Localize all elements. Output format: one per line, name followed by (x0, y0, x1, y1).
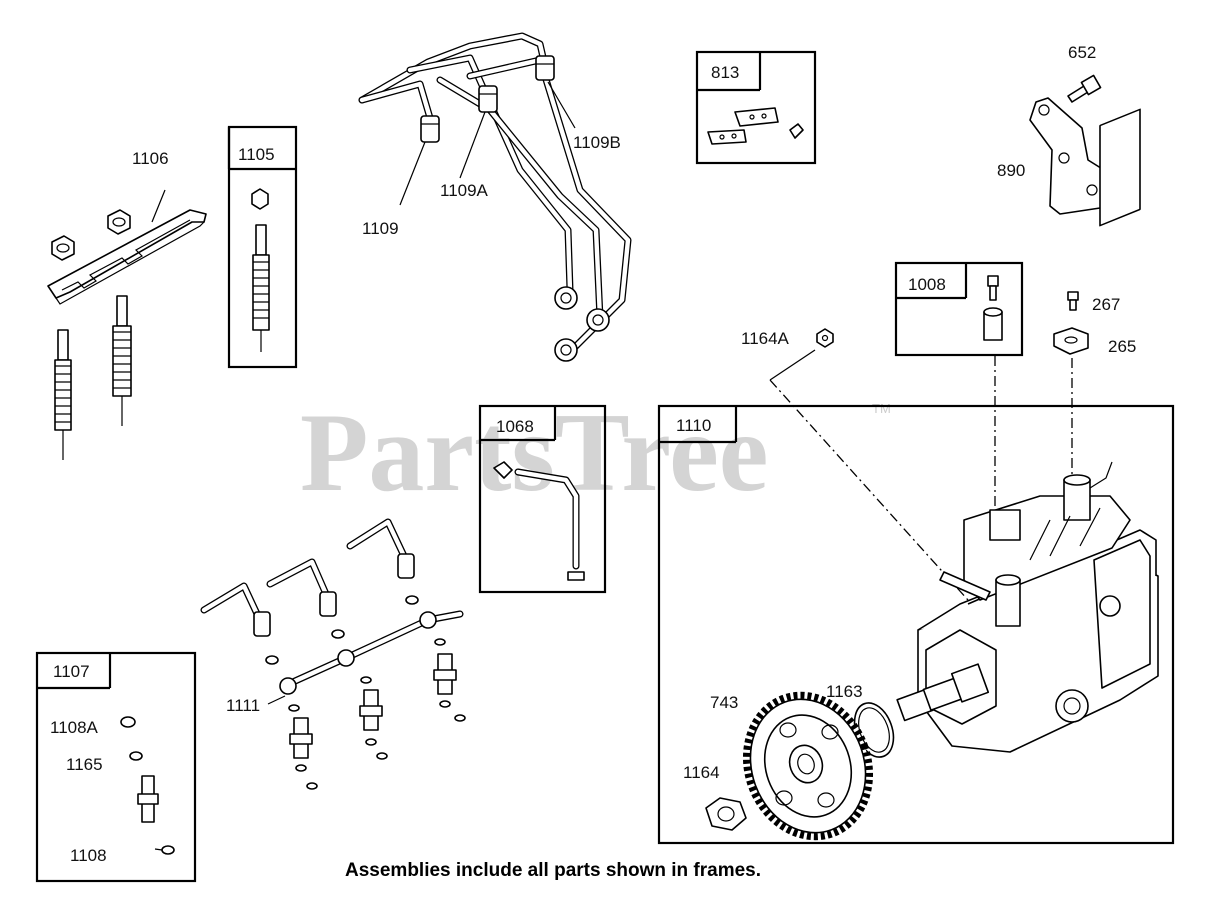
nut-1164A-icon[interactable] (816, 328, 834, 348)
label-890: 890 (997, 161, 1025, 180)
fitting-nut-icon[interactable] (554, 286, 578, 310)
frame-1110[interactable]: 1110 (657, 404, 1175, 845)
frame-1068[interactable]: 1068 (478, 404, 607, 594)
label-1163: 1163 (826, 682, 863, 701)
gear-743[interactable] (727, 678, 889, 854)
nozzle-icon[interactable] (359, 689, 383, 746)
glow-plug-icon[interactable] (112, 295, 132, 426)
frame-813[interactable]: 813 (695, 50, 817, 165)
fitting-nut-icon[interactable] (554, 338, 578, 362)
part-1106-strip[interactable] (47, 209, 207, 305)
nozzle-icon[interactable] (433, 653, 457, 708)
watermark-text: PartsTree (300, 391, 769, 515)
nut-1164[interactable] (705, 797, 747, 831)
label-1109A: 1109A (440, 181, 489, 200)
fitting-icon[interactable] (420, 115, 440, 143)
injection-pump-1110[interactable] (896, 108, 1159, 753)
frame-1107[interactable]: 1107 1108A 1165 1108 (35, 651, 197, 883)
label-1164: 1164 (683, 763, 720, 782)
screw-267-icon[interactable] (1067, 291, 1079, 311)
alignment-line (769, 379, 969, 601)
frame-1110-label: 1110 (676, 416, 711, 435)
label-1109: 1109 (362, 219, 399, 238)
label-1108A: 1108A (50, 718, 99, 737)
label-1165: 1165 (66, 755, 103, 774)
nozzle-icon[interactable] (289, 717, 313, 772)
frame-1008-label: 1008 (908, 275, 946, 294)
label-652: 652 (1068, 43, 1096, 62)
label-1111: 1111 (226, 696, 260, 715)
frame-1105-label: 1105 (238, 145, 275, 164)
watermark-trademark: TM (872, 401, 891, 416)
frame-1105[interactable]: 1105 (227, 125, 298, 369)
frame-1068-label: 1068 (496, 417, 534, 436)
bracket-890[interactable] (1029, 97, 1111, 215)
label-265: 265 (1108, 337, 1136, 356)
frame-1107-label: 1107 (53, 662, 90, 681)
nut-icon[interactable] (107, 209, 131, 235)
frame-813-label: 813 (711, 63, 739, 82)
leak-off-pipe-icon[interactable] (266, 558, 337, 617)
label-1164A: 1164A (741, 329, 790, 348)
bolt-652-icon[interactable] (1067, 74, 1102, 103)
label-1106: 1106 (132, 149, 169, 168)
label-267: 267 (1092, 295, 1120, 314)
leak-off-pipe-icon[interactable] (200, 582, 271, 637)
leak-off-pipe-icon[interactable] (346, 518, 415, 579)
washer-icon (265, 595, 466, 790)
injection-lines[interactable] (358, 32, 632, 352)
glow-plug-icon[interactable] (54, 329, 72, 460)
label-743: 743 (710, 693, 738, 712)
frame-1008[interactable]: 1008 (894, 261, 1024, 357)
nut-icon[interactable] (51, 235, 75, 261)
label-1108: 1108 (70, 846, 107, 865)
fitting-icon[interactable] (478, 85, 498, 113)
caption: Assemblies include all parts shown in fr… (345, 860, 761, 881)
label-1109B: 1109B (573, 133, 621, 152)
return-line-1111[interactable] (279, 610, 464, 695)
o-ring-1163[interactable] (848, 698, 901, 763)
clamp-265-icon[interactable] (1053, 327, 1089, 355)
fitting-nut-icon[interactable] (586, 308, 610, 332)
fitting-icon[interactable] (535, 55, 555, 81)
